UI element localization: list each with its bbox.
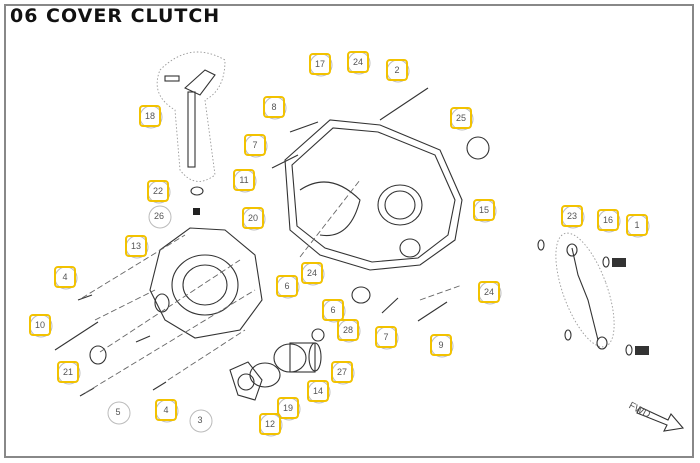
callout-number: 22 <box>153 186 163 196</box>
callout-number: 17 <box>315 59 325 69</box>
callout-number: 27 <box>337 367 347 377</box>
callout-number: 23 <box>567 211 577 221</box>
callout-24: 24 <box>478 281 502 305</box>
callout-number: 26 <box>154 211 164 221</box>
callout-number: 15 <box>479 205 489 215</box>
callout-number: 14 <box>313 386 323 396</box>
callout-number: 25 <box>456 113 466 123</box>
callout-24: 24 <box>301 262 325 286</box>
callout-number: 21 <box>63 367 73 377</box>
callout-11: 11 <box>233 169 257 193</box>
callout-number: 6 <box>330 305 335 315</box>
callout-20: 20 <box>242 207 266 231</box>
clutch-lever-shaft-part <box>156 51 226 215</box>
oil-filter-part <box>229 328 325 401</box>
oil-pipe-part <box>537 232 649 356</box>
callout-23: 23 <box>561 205 585 229</box>
callout-number: 20 <box>248 213 258 223</box>
callout-7: 7 <box>375 326 399 350</box>
callout-17: 17 <box>309 53 333 77</box>
clutch-cover-part <box>284 119 463 271</box>
callout-number: 24 <box>484 287 494 297</box>
callout-6: 6 <box>276 275 300 299</box>
callout-1: 1 <box>626 214 650 238</box>
callout-25: 25 <box>450 107 474 131</box>
callout-number: 6 <box>284 281 289 291</box>
callout-number: 4 <box>62 272 67 282</box>
callout-3: 3 <box>189 409 213 433</box>
callout-12: 12 <box>259 413 283 437</box>
callout-number: 3 <box>197 415 202 425</box>
callout-number: 24 <box>307 268 317 278</box>
outer-cover-part <box>149 227 263 339</box>
callout-4: 4 <box>155 399 179 423</box>
callout-24: 24 <box>347 51 371 75</box>
callout-27: 27 <box>331 361 355 385</box>
bolts-and-guides <box>54 87 490 397</box>
forward-arrow-icon <box>636 406 685 432</box>
callout-13: 13 <box>125 235 149 259</box>
callout-number: 2 <box>394 65 399 75</box>
callout-number: 28 <box>343 325 353 335</box>
callout-19: 19 <box>277 397 301 421</box>
callout-number: 13 <box>131 241 141 251</box>
callout-number: 18 <box>145 111 155 121</box>
callout-14: 14 <box>307 380 331 404</box>
callout-number: 16 <box>603 215 613 225</box>
callout-7: 7 <box>244 134 268 158</box>
callout-number: 24 <box>353 57 363 67</box>
callout-number: 7 <box>383 332 388 342</box>
callout-number: 7 <box>252 140 257 150</box>
callout-9: 9 <box>430 334 454 358</box>
callout-number: 10 <box>35 320 45 330</box>
callout-number: 19 <box>283 403 293 413</box>
callout-16: 16 <box>597 209 621 233</box>
callout-6: 6 <box>322 299 346 323</box>
callout-number: 12 <box>265 419 275 429</box>
callout-26: 26 <box>148 205 172 229</box>
callout-18: 18 <box>139 105 163 129</box>
callout-4: 4 <box>54 266 78 290</box>
callout-number: 1 <box>634 220 639 230</box>
callout-10: 10 <box>29 314 53 338</box>
callout-15: 15 <box>473 199 497 223</box>
callout-2: 2 <box>386 59 410 83</box>
callout-number: 9 <box>438 340 443 350</box>
callout-number: 11 <box>239 175 248 185</box>
callout-21: 21 <box>57 361 81 385</box>
callout-number: 5 <box>115 407 120 417</box>
callout-number: 4 <box>163 405 168 415</box>
callout-number: 8 <box>271 102 276 112</box>
callout-5: 5 <box>107 401 131 425</box>
callout-22: 22 <box>147 180 171 204</box>
callout-8: 8 <box>263 96 287 120</box>
diagram-title: 06 COVER CLUTCH <box>10 5 221 27</box>
callout-28: 28 <box>337 319 361 343</box>
